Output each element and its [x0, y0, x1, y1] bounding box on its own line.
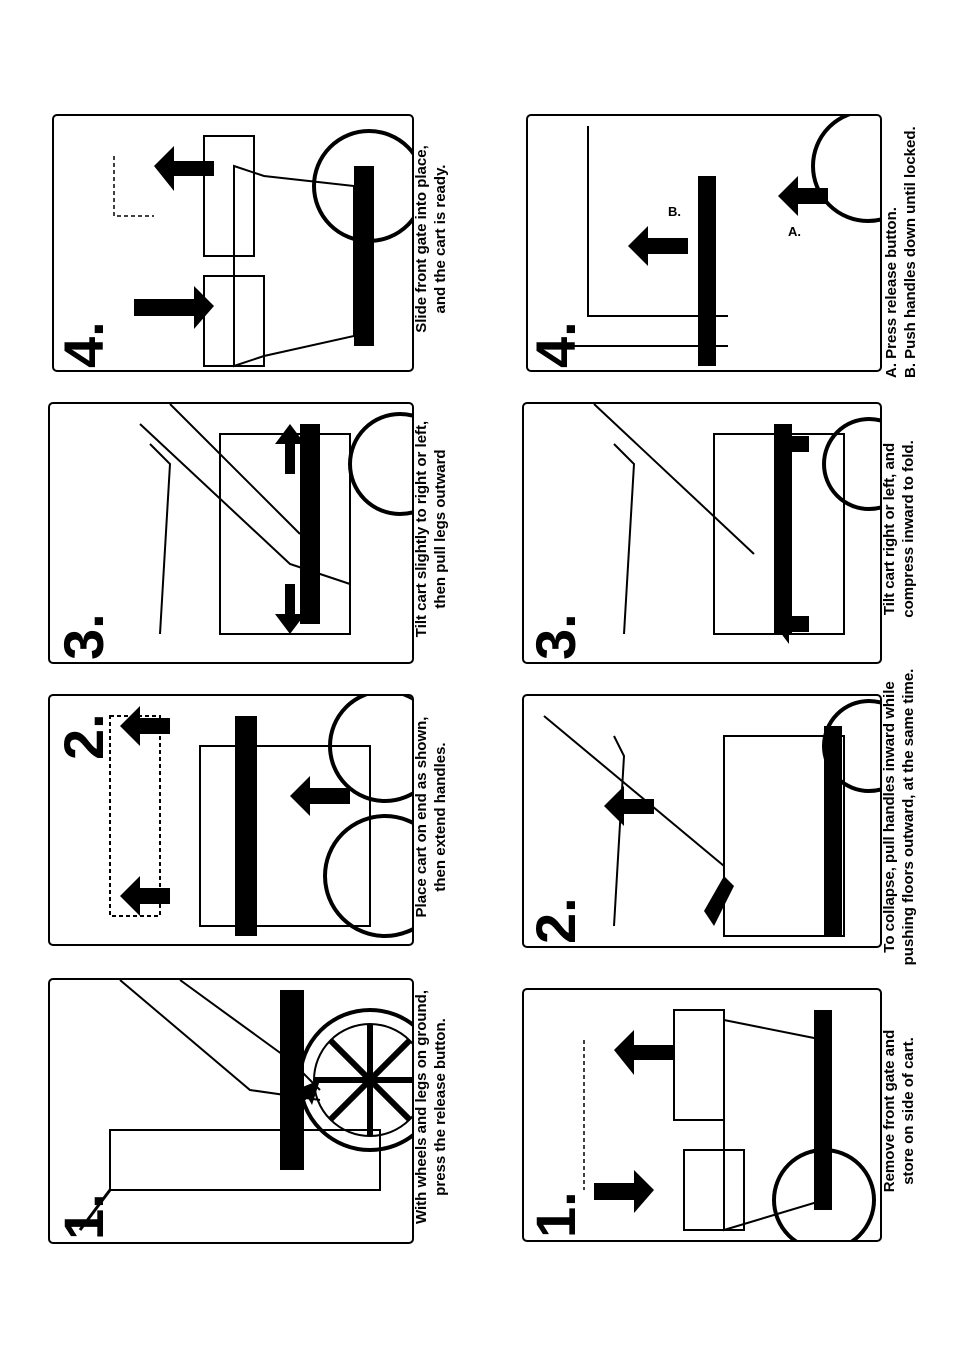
setup-step-2-illustration: [48, 694, 414, 946]
setup-step-4-caption: Slide front gate into place,and the cart…: [413, 145, 449, 333]
cart-on-end-extend-handles-illustration: [109, 696, 412, 938]
collapse-step-4-caption: A. Press release button.B. Push handles …: [883, 126, 919, 378]
setup-step-3-number: 3.: [52, 613, 115, 660]
setup-step-2-caption: Place cart on end as shown,then extend h…: [413, 716, 449, 918]
cart-compress-fold-illustration: [593, 404, 880, 644]
collapse-step-2-illustration: [522, 694, 882, 948]
setup-step-3-illustration: [48, 402, 414, 664]
setup-step-4-number: 4.: [52, 321, 115, 368]
cart-wheel-release-illustration: [78, 980, 412, 1231]
collapse-step-1-illustration: [522, 988, 882, 1242]
setup-step-1-caption: With wheels and legs on ground,press the…: [413, 989, 449, 1225]
collapse-step-4-number: 4.: [524, 321, 587, 368]
setup-step-1-number: 1.: [52, 1193, 115, 1240]
label-a: A.: [788, 224, 801, 239]
cart-front-gate-illustration: [113, 129, 412, 368]
cart-press-release-push-handles-illustration: B. A.: [558, 116, 880, 366]
setup-step-1-illustration: [48, 978, 414, 1244]
collapse-step-3-illustration: [522, 402, 882, 664]
collapse-step-3-number: 3.: [524, 613, 587, 660]
collapse-step-2-number: 2.: [524, 897, 587, 944]
setup-step-4-illustration: [52, 114, 414, 372]
cart-remove-gate-illustration: [583, 1009, 876, 1240]
setup-step-3-caption: Tilt cart slightly to right or left,then…: [413, 420, 449, 638]
cart-tilt-pull-legs-illustration: [139, 404, 412, 635]
setup-step-2-number: 2.: [52, 713, 115, 760]
collapse-step-1-number: 1.: [524, 1191, 587, 1238]
label-b: B.: [668, 204, 681, 219]
collapse-step-4-illustration: B. A.: [526, 114, 882, 372]
cart-pull-handles-inward-illustration: [543, 699, 880, 937]
